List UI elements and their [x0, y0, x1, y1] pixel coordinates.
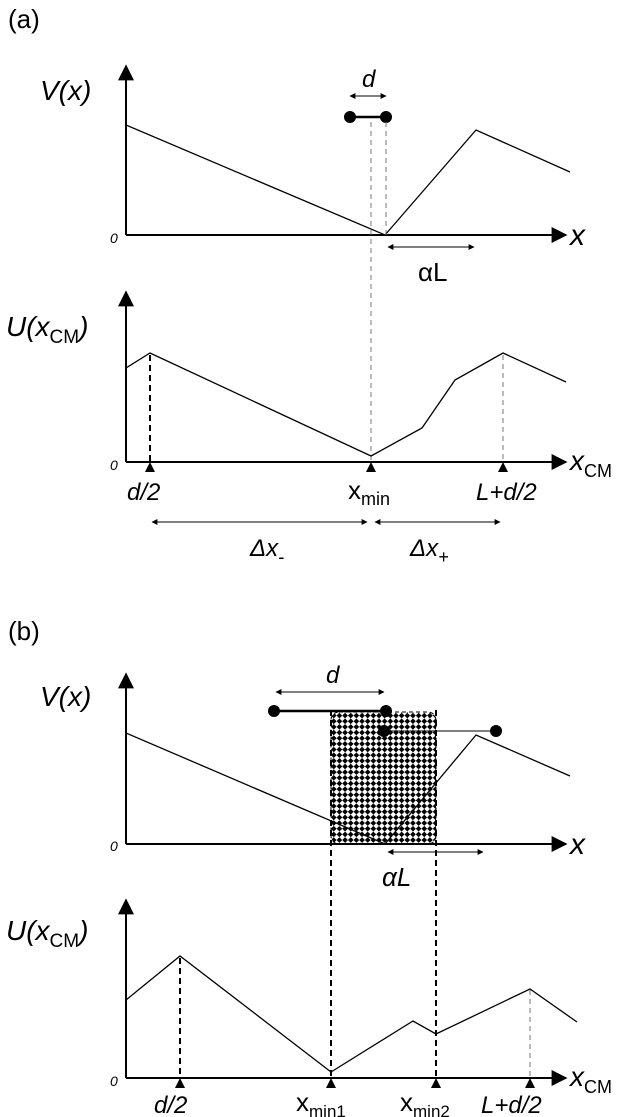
- panel-b-tag: (b): [8, 616, 40, 646]
- dimer-b1-right: [380, 705, 392, 717]
- dimer-particle-left: [344, 111, 356, 123]
- x-axis-label: x: [568, 219, 586, 252]
- panel-a: (a) V(x) x 0 d αL U(xCM) xCM 0: [6, 4, 612, 567]
- tick-d2-marker-b: [175, 1078, 185, 1088]
- delta-x-minus-label: Δx-: [249, 535, 284, 567]
- v-potential-curve: [125, 124, 571, 236]
- v-potential-curve-b: [125, 732, 571, 845]
- u-axis-label-b: U(xCM): [6, 915, 88, 952]
- tick-d2-marker: [145, 462, 155, 472]
- delta-x-plus-label: Δx+: [409, 535, 449, 567]
- origin-label-b2: 0: [110, 1073, 118, 1089]
- xcm-axis-label-b: xCM: [568, 1061, 612, 1097]
- dimer-b2-left: [378, 725, 390, 737]
- tick-l-label-b: L+d/2: [481, 1092, 542, 1117]
- dimer-particle-right: [380, 111, 392, 123]
- panel-b: (b) V(x) x 0 d αL U(xCM) xCM 0: [6, 616, 612, 1117]
- origin-label-b: 0: [110, 838, 118, 854]
- v-axis-label: V(x): [40, 75, 91, 106]
- d-label-b: d: [326, 662, 340, 689]
- u-effective-potential-curve-b: [125, 955, 578, 1073]
- tick-d2-label-b: d/2: [154, 1092, 187, 1117]
- u-effective-potential-curve: [125, 352, 567, 457]
- alpha-l-label: αL: [418, 257, 448, 287]
- xcm-axis-label: xCM: [568, 445, 612, 481]
- tick-xmin2-marker: [431, 1078, 441, 1088]
- tick-xmin2-label: xmin2: [400, 1087, 450, 1117]
- dimer-b2-right: [490, 725, 502, 737]
- origin-label: 0: [110, 230, 118, 246]
- tick-l-marker: [498, 462, 508, 472]
- v-axis-label-b: V(x): [40, 681, 91, 712]
- origin-label-2: 0: [110, 457, 118, 473]
- d-label: d: [362, 66, 376, 93]
- tick-xmin1-marker: [326, 1078, 336, 1088]
- tick-xmin-label: xmin: [348, 475, 390, 509]
- panel-a-tag: (a): [8, 4, 40, 34]
- tick-l-marker-b: [525, 1078, 535, 1088]
- tick-d2-label: d/2: [127, 479, 160, 506]
- u-axis-label: U(xCM): [6, 311, 88, 348]
- tick-xmin-marker: [366, 462, 376, 472]
- alpha-l-label-b: αL: [382, 862, 411, 892]
- x-axis-label-b: x: [568, 828, 586, 861]
- dimer-b1-left: [268, 705, 280, 717]
- tick-l-label: L+d/2: [476, 479, 537, 506]
- tick-xmin1-label: xmin1: [296, 1087, 346, 1117]
